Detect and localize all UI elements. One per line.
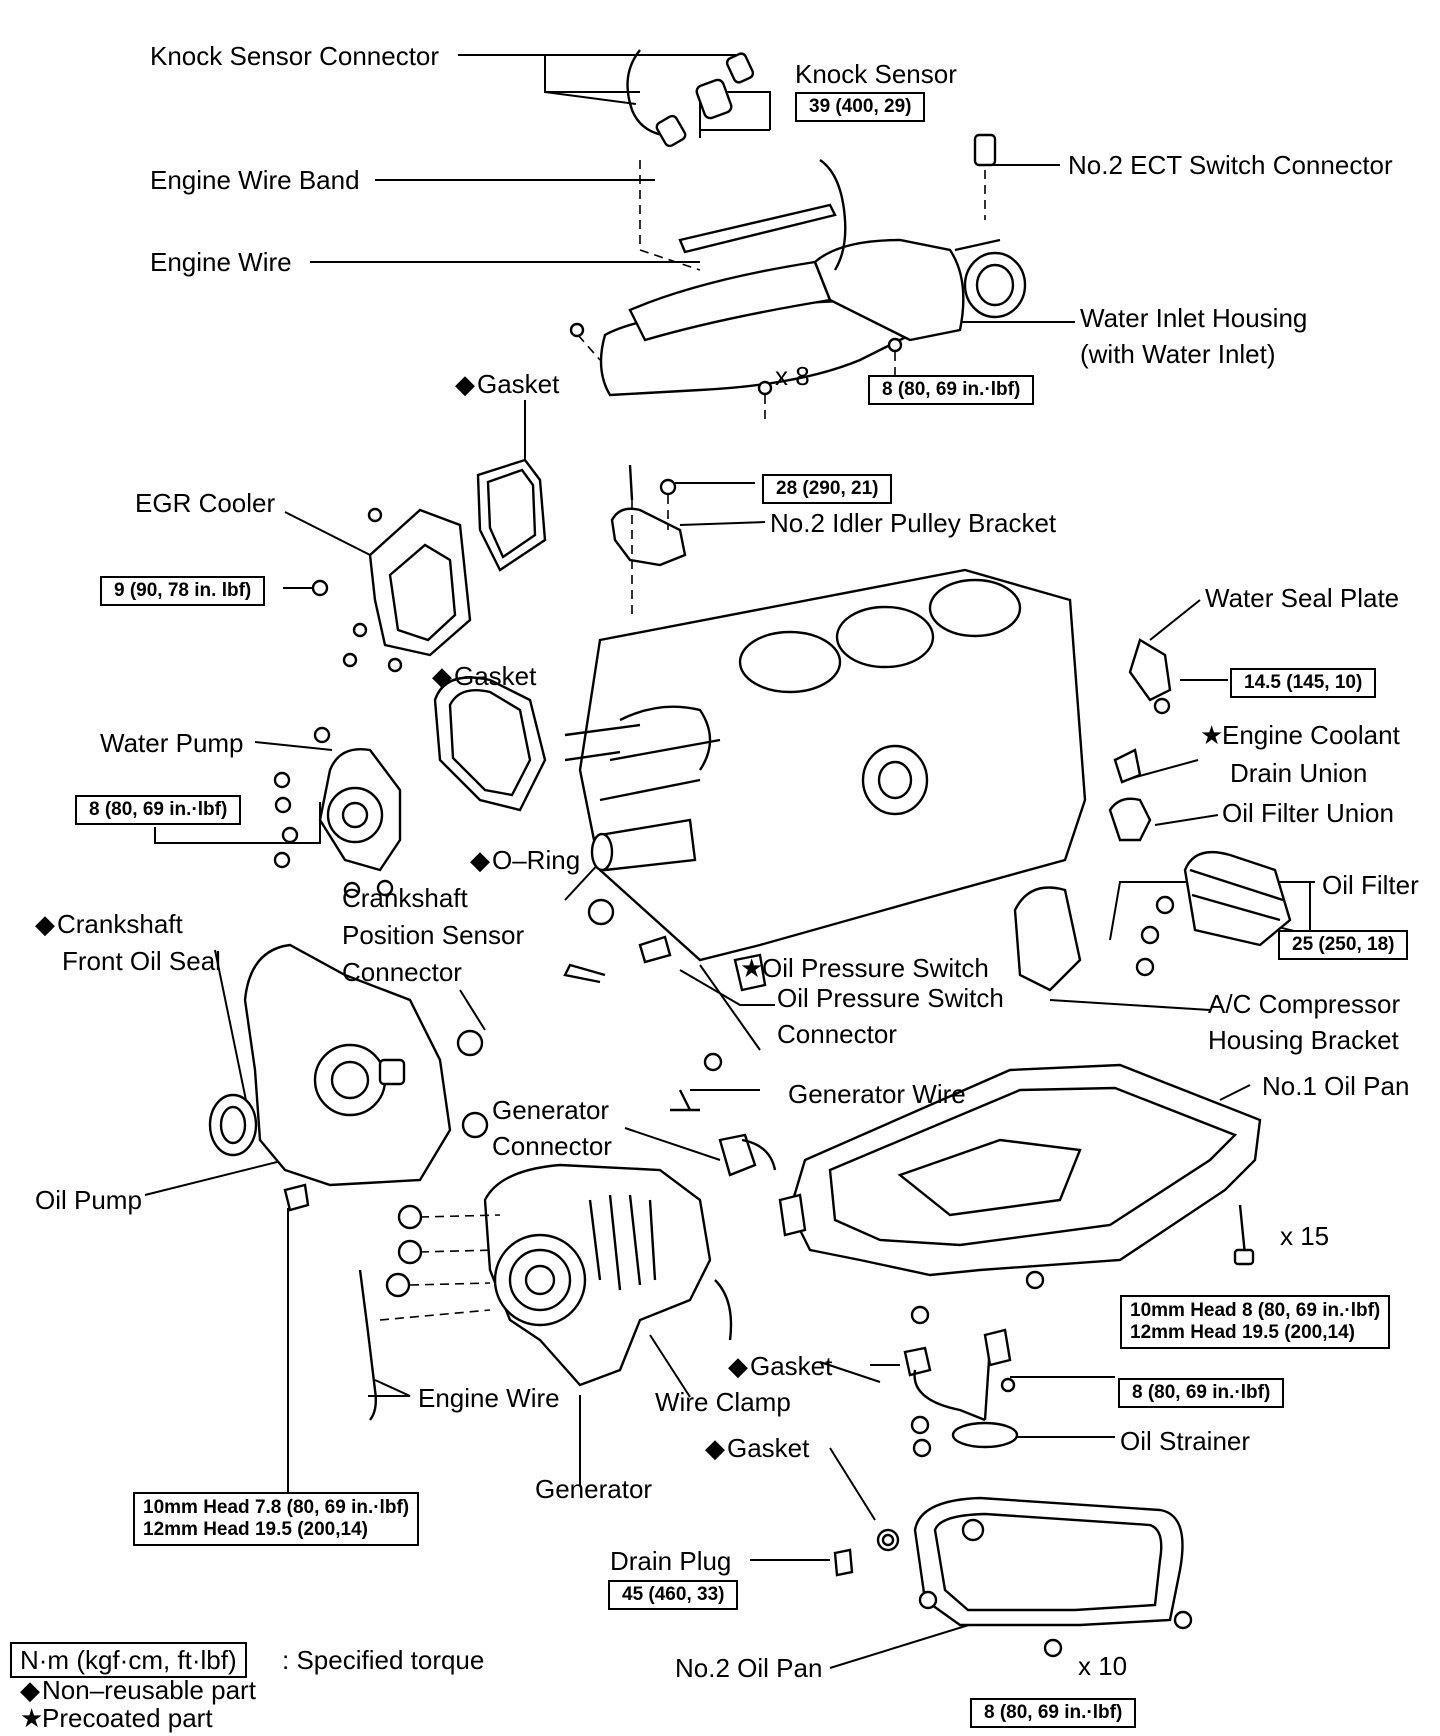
label-ac-compressor-bracket-2: Housing Bracket [1208, 1025, 1399, 1055]
label-engine-wire-band: Engine Wire Band [150, 165, 360, 195]
torque-oil-pump-10mm: 10mm Head 7.8 (80, 69 in.·lbf) [143, 1497, 410, 1518]
label-ac-compressor-bracket: A/C Compressor [1208, 989, 1401, 1019]
label-crankshaft-position-sensor-2: Position Sensor [342, 920, 525, 950]
label-oil-pressure-switch-connector-2: Connector [777, 1019, 897, 1049]
non-reusable-symbol: ◆ [705, 1433, 725, 1463]
torque-oil-strainer: 8 (80, 69 in.·lbf) [1118, 1378, 1285, 1408]
torque-no1-oil-pan: 10mm Head 8 (80, 69 in.·lbf)12mm Head 19… [1120, 1295, 1391, 1349]
label-water-inlet-housing-sub: (with Water Inlet) [1080, 339, 1276, 369]
label-knock-sensor-connector: Knock Sensor Connector [150, 41, 440, 71]
gasket-parts [433, 458, 547, 812]
label-drain-plug: Drain Plug [610, 1546, 732, 1576]
label-drain-union: Drain Union [1230, 758, 1368, 788]
oil-pressure-switch-text: Oil Pressure Switch [762, 953, 989, 983]
torque-water-seal-plate: 14.5 (145, 10) [1230, 668, 1377, 698]
knock-sensor-parts [626, 49, 755, 148]
torque-idler-bracket: 28 (290, 21) [762, 474, 893, 504]
oil-strainer-part [903, 1328, 1019, 1458]
label-x8: x 8 [775, 361, 810, 391]
legend-non-reusable: ◆Non–reusable part [20, 1674, 256, 1706]
torque-knock-sensor: 39 (400, 29) [795, 92, 926, 122]
non-reusable-symbol: ◆ [20, 1675, 40, 1705]
label-oil-pressure-switch: ★Oil Pressure Switch [740, 952, 989, 984]
label-oil-pressure-switch-connector: Oil Pressure Switch [777, 983, 1004, 1013]
non-reusable-symbol: ◆ [470, 845, 490, 875]
gasket-strainer-text: Gasket [750, 1351, 833, 1381]
label-gasket-pan: ◆Gasket [705, 1432, 809, 1464]
torque-no1-oil-pan-12mm: 12mm Head 19.5 (200,14) [1130, 1322, 1355, 1343]
gasket-top-text: Gasket [477, 369, 560, 399]
torque-no1-oil-pan-10mm: 10mm Head 8 (80, 69 in.·lbf) [1130, 1300, 1381, 1321]
label-water-seal-plate: Water Seal Plate [1205, 583, 1400, 613]
label-crankshaft-front-oil-seal: ◆Crankshaft [35, 908, 183, 940]
label-oil-filter: Oil Filter [1322, 870, 1419, 900]
crankshaft-text: Crankshaft [57, 909, 183, 939]
no1-oil-pan-part [778, 1063, 1262, 1325]
label-front-oil-seal: Front Oil Seal [62, 946, 221, 976]
label-oil-filter-union: Oil Filter Union [1222, 798, 1394, 828]
precoated-symbol: ★ [1200, 720, 1224, 750]
torque-drain-plug: 45 (460, 33) [608, 1580, 739, 1610]
label-o-ring: ◆O–Ring [470, 844, 580, 876]
water-inlet-housing-assembly [569, 133, 1027, 420]
legend-precoated-text: Precoated part [42, 1703, 213, 1733]
torque-water-pump: 8 (80, 69 in.·lbf) [75, 795, 242, 825]
torque-oil-pump-12mm: 12mm Head 19.5 (200,14) [143, 1519, 368, 1540]
cylinder-block [564, 568, 1087, 962]
label-generator-wire: Generator Wire [788, 1079, 966, 1109]
label-no1-oil-pan: No.1 Oil Pan [1262, 1071, 1410, 1101]
no2-oil-pan-part [833, 1496, 1193, 1658]
label-water-pump: Water Pump [100, 728, 244, 758]
label-generator: Generator [535, 1474, 653, 1504]
label-no2-idler-pulley-bracket: No.2 Idler Pulley Bracket [770, 508, 1057, 538]
label-oil-pump: Oil Pump [35, 1185, 142, 1215]
label-no2-oil-pan: No.2 Oil Pan [675, 1653, 823, 1683]
o-ring-text: O–Ring [492, 845, 581, 875]
label-oil-strainer: Oil Strainer [1120, 1426, 1251, 1456]
non-reusable-symbol: ◆ [455, 369, 475, 399]
non-reusable-symbol: ◆ [432, 661, 452, 691]
legend-non-reusable-text: Non–reusable part [42, 1675, 256, 1705]
label-crankshaft-position-sensor: Crankshaft [342, 883, 468, 913]
label-generator-connector-2: Connector [492, 1131, 612, 1161]
label-x10: x 10 [1078, 1651, 1128, 1681]
label-gasket-top: ◆Gasket [455, 368, 559, 400]
legend-precoated: ★Precoated part [20, 1702, 213, 1734]
engine-coolant-text: Engine Coolant [1222, 720, 1400, 750]
egr-cooler-part [311, 507, 472, 673]
non-reusable-symbol: ◆ [728, 1351, 748, 1381]
oil-pump-part [208, 943, 489, 1212]
gasket-pan-text: Gasket [727, 1433, 810, 1463]
label-wire-clamp: Wire Clamp [655, 1387, 791, 1417]
legend-unit-box: N·m (kgf·cm, ft·lbf) [10, 1642, 247, 1678]
idler-bracket-part [610, 464, 687, 620]
leader-lines [144, 54, 1315, 1669]
label-gasket-strainer: ◆Gasket [728, 1350, 832, 1382]
non-reusable-symbol: ◆ [35, 909, 55, 939]
precoated-symbol: ★ [740, 953, 764, 983]
torque-oil-pump: 10mm Head 7.8 (80, 69 in.·lbf)12mm Head … [133, 1492, 420, 1546]
engine-front-small-parts [563, 638, 1292, 992]
label-generator-connector: Generator [492, 1095, 610, 1125]
label-engine-wire-top: Engine Wire [150, 247, 292, 277]
label-knock-sensor: Knock Sensor [795, 59, 957, 89]
label-crankshaft-position-sensor-3: Connector [342, 957, 462, 987]
torque-ac-bracket: 25 (250, 18) [1278, 930, 1409, 960]
legend-unit-desc: : Specified torque [282, 1645, 485, 1675]
label-gasket-mid: ◆Gasket [432, 660, 536, 692]
gasket-mid-text: Gasket [454, 661, 537, 691]
label-water-inlet-housing: Water Inlet Housing [1080, 303, 1308, 333]
precoated-symbol: ★ [20, 1703, 44, 1733]
label-egr-cooler: EGR Cooler [135, 488, 276, 518]
label-x15: x 15 [1280, 1221, 1330, 1251]
generator-part [358, 953, 777, 1421]
torque-no2-oil-pan: 8 (80, 69 in.·lbf) [970, 1698, 1137, 1728]
water-pump-part [273, 726, 402, 899]
label-engine-wire-bottom: Engine Wire [418, 1383, 560, 1413]
torque-egr-cooler: 9 (90, 78 in. lbf) [100, 576, 266, 606]
torque-water-inlet: 8 (80, 69 in.·lbf) [868, 375, 1035, 405]
label-no2-ect-switch-connector: No.2 ECT Switch Connector [1068, 150, 1393, 180]
label-engine-coolant-drain-union: ★Engine Coolant [1200, 719, 1400, 751]
